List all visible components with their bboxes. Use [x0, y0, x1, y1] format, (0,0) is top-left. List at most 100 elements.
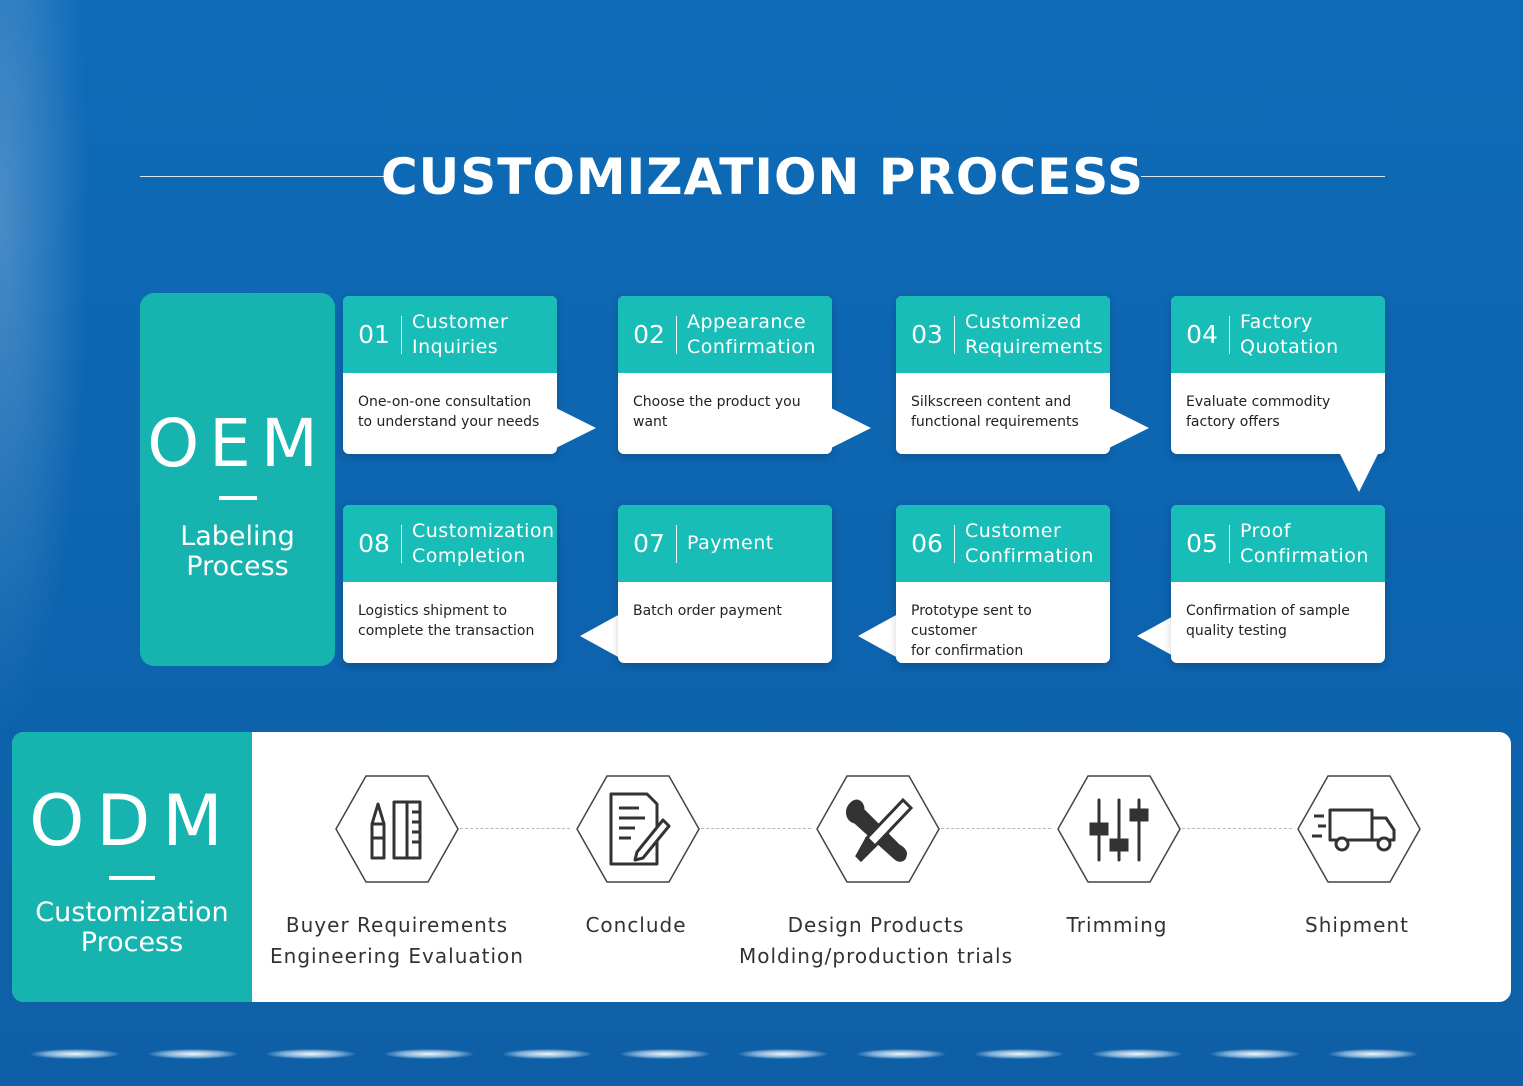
oem-step-label-line2: Inquiries [412, 335, 499, 358]
flow-arrow-down [1339, 452, 1379, 492]
oem-step-number: 02 [633, 320, 665, 349]
odm-step-label: Design Products Molding/production trial… [736, 910, 1016, 972]
oem-step-header: 01 Customer Inquiries [343, 296, 557, 373]
oem-step-label-line2: Requirements [965, 335, 1104, 358]
oem-step-header: 03 Customized Requirements [896, 296, 1110, 373]
oem-step-label-line1: Customization [412, 519, 555, 542]
oem-step-desc-line1: Confirmation of sample [1186, 603, 1350, 619]
odm-step-label-line2: Engineering Evaluation [270, 944, 524, 968]
oem-step-desc-line2: quality testing [1186, 623, 1287, 639]
oem-step-label-line1: Customer [412, 310, 509, 333]
odm-step-label: Conclude [496, 910, 776, 941]
oem-step-02: 02 Appearance Confirmation Choose the pr… [618, 296, 832, 454]
oem-step-desc-line2: complete the transaction [358, 623, 535, 639]
odm-step-label: Buyer Requirements Engineering Evaluatio… [257, 910, 537, 972]
oem-step-desc-line2: to understand your needs [358, 414, 540, 430]
oem-step-label: Customization Completion [412, 519, 555, 569]
delivery-truck-icon [1296, 774, 1422, 884]
oem-step-description: Choose the product you want [633, 392, 823, 432]
step-connector [701, 828, 811, 829]
odm-step-label-line1: Design Products [787, 913, 965, 937]
wrench-screwdriver-icon [815, 774, 941, 884]
oem-step-description: Batch order payment [633, 601, 823, 621]
wave-mark [384, 1049, 474, 1059]
oem-step-08: 08 Customization Completion Logistics sh… [343, 505, 557, 663]
oem-step-desc-line2: factory offers [1186, 414, 1280, 430]
oem-step-header: 05 Proof Confirmation [1171, 505, 1385, 582]
oem-step-label-line1: Proof [1240, 519, 1291, 542]
oem-step-number: 03 [911, 320, 943, 349]
oem-step-label: Customer Confirmation [965, 519, 1094, 569]
oem-step-label-line2: Quotation [1240, 335, 1339, 358]
wave-mark [502, 1049, 592, 1059]
background-silhouette [0, 0, 90, 740]
oem-step-desc-line1: One-on-one consultation [358, 394, 532, 410]
oem-step-label: Customized Requirements [965, 310, 1103, 360]
oem-subtitle-line1: Labeling [180, 521, 295, 552]
oem-step-07: 07 Payment Batch order payment [618, 505, 832, 663]
odm-subtitle-line1: Customization [35, 897, 229, 928]
odm-side: ODM Customization Process [12, 732, 252, 1002]
oem-step-label: Payment [687, 531, 774, 556]
oem-step-desc-line2: for confirmation [911, 643, 1024, 659]
oem-step-header: 02 Appearance Confirmation [618, 296, 832, 373]
oem-step-label: Appearance Confirmation [687, 310, 816, 360]
oem-step-separator [676, 524, 677, 563]
oem-step-number: 06 [911, 529, 943, 558]
flow-arrow-left [580, 614, 620, 658]
oem-step-label: Proof Confirmation [1240, 519, 1369, 569]
oem-subtitle: Labeling Process [180, 522, 295, 582]
oem-step-number: 07 [633, 529, 665, 558]
oem-step-05: 05 Proof Confirmation Confirmation of sa… [1171, 505, 1385, 663]
wave-mark [148, 1049, 238, 1059]
wave-mark [620, 1049, 710, 1059]
design-tools-icon [334, 774, 460, 884]
wave-mark [1092, 1049, 1182, 1059]
oem-step-number: 05 [1186, 529, 1218, 558]
wave-mark [974, 1049, 1064, 1059]
wave-mark [266, 1049, 356, 1059]
oem-step-desc-line2: functional requirements [911, 414, 1079, 430]
oem-step-number: 04 [1186, 320, 1218, 349]
oem-step-header: 07 Payment [618, 505, 832, 582]
oem-step-label: Customer Inquiries [412, 310, 508, 360]
oem-step-separator [401, 315, 402, 354]
wave-mark [30, 1049, 120, 1059]
odm-step-label-line1: Shipment [1305, 913, 1409, 937]
wave-mark [738, 1049, 828, 1059]
oem-step-separator [1229, 315, 1230, 354]
flow-arrow-left [1137, 614, 1177, 658]
oem-step-04: 04 Factory Quotation Evaluate commodity … [1171, 296, 1385, 454]
page-title: CUSTOMIZATION PROCESS [380, 148, 1145, 206]
odm-subtitle: Customization Process [35, 898, 228, 958]
oem-heading: OEM [147, 405, 328, 482]
oem-step-label-line2: Confirmation [687, 335, 816, 358]
oem-step-06: 06 Customer Confirmation Prototype sent … [896, 505, 1110, 663]
odm-step-label: Trimming [977, 910, 1257, 941]
oem-step-description: Prototype sent to customer for confirmat… [911, 601, 1101, 661]
flow-arrow-left [858, 614, 898, 658]
wave-mark [1328, 1049, 1418, 1059]
oem-step-description: Logistics shipment to complete the trans… [358, 601, 548, 641]
odm-step-label: Shipment [1217, 910, 1497, 941]
oem-step-desc-line1: Batch order payment [633, 603, 782, 619]
contract-document-icon [575, 774, 701, 884]
oem-step-desc-line1: Evaluate commodity [1186, 394, 1331, 410]
oem-step-label-line1: Payment [687, 532, 774, 554]
oem-step-header: 08 Customization Completion [343, 505, 557, 582]
oem-step-number: 08 [358, 529, 390, 558]
oem-panel: OEM Labeling Process [140, 293, 335, 666]
oem-step-01: 01 Customer Inquiries One-on-one consult… [343, 296, 557, 454]
oem-step-desc-line1: Silkscreen content and [911, 394, 1072, 410]
oem-step-desc-line1: Choose the product you [633, 394, 801, 410]
oem-step-label-line2: Confirmation [965, 544, 1094, 567]
step-connector [460, 828, 570, 829]
oem-step-label: Factory Quotation [1240, 310, 1339, 360]
odm-step-label-line1: Trimming [1066, 913, 1168, 937]
odm-subtitle-line2: Process [80, 927, 184, 958]
oem-step-label-line1: Customized [965, 310, 1082, 333]
oem-step-number: 01 [358, 320, 390, 349]
decorative-wave-strip [0, 1044, 1523, 1066]
adjustment-sliders-icon [1056, 774, 1182, 884]
oem-step-separator [1229, 524, 1230, 563]
